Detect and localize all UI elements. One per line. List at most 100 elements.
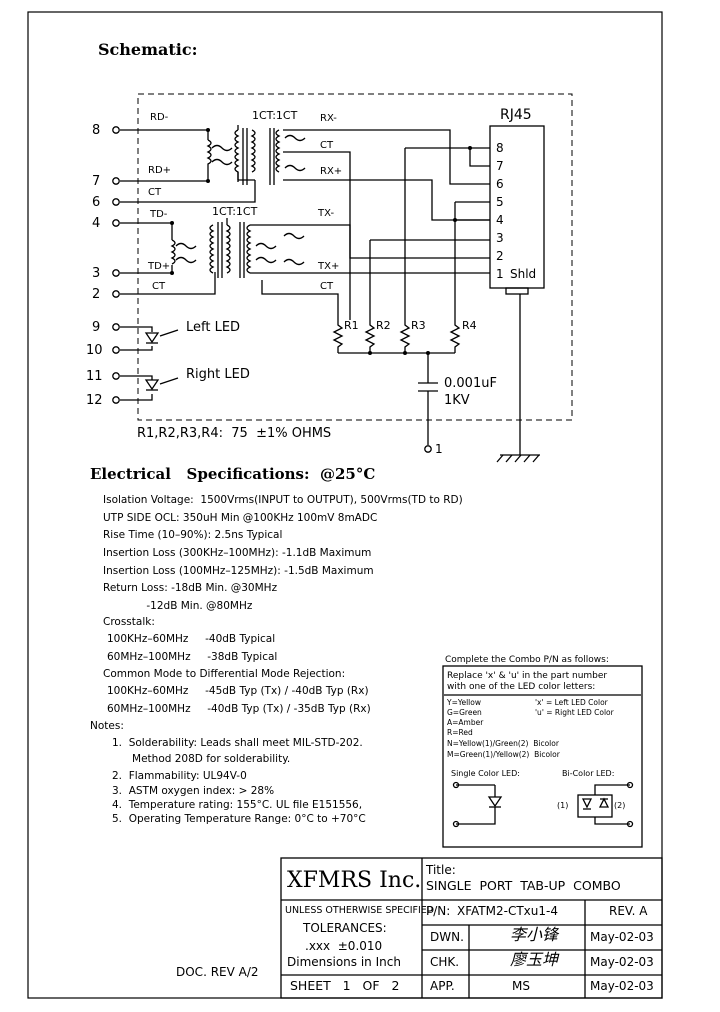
left-pin-circles — [112, 126, 120, 404]
note-item: 3. ASTM oxygen index: > 28% — [112, 785, 275, 797]
net-rd-plus: RD+ — [148, 165, 172, 176]
company-name: XFMRS Inc. — [287, 868, 422, 893]
spec-line: Common Mode to Differential Mode Rejecti… — [103, 668, 346, 680]
pin-label-4: 4 — [92, 216, 101, 231]
revision: REV. A — [609, 904, 648, 918]
pin-label-2: 2 — [92, 287, 101, 302]
combo-color: N=Yellow(1)/Green(2) Bicolor — [447, 739, 559, 748]
chk-signature: 廖玉坤 — [510, 950, 559, 969]
spec-line: Rise Time (10–90%): 2.5ns Typical — [103, 529, 283, 541]
net-td-plus: TD+ — [148, 261, 171, 272]
single-led-label: Single Color LED: — [451, 769, 520, 778]
ratio-top-label: 1CT:1CT — [252, 109, 298, 122]
app-date: May-02-03 — [590, 979, 654, 993]
spec-line: 100KHz–60MHz -40dB Typical — [107, 633, 276, 645]
net-ct-td: CT — [152, 281, 166, 292]
combo-intro-2: with one of the LED color letters: — [447, 682, 596, 692]
net-ct-rx: CT — [320, 140, 334, 151]
resistor-r1-label: R1 — [344, 319, 359, 332]
rj45-pin-2: 2 — [496, 249, 504, 263]
net-rd-minus: RD- — [150, 112, 169, 123]
net-rx-minus: RX- — [320, 113, 337, 124]
rj45-pin-7: 7 — [496, 159, 504, 173]
spec-line: UTP SIDE OCL: 350uH Min @100KHz 100mV 8m… — [103, 512, 378, 524]
chk-label: CHK. — [430, 955, 460, 969]
resistor-note: R1,R2,R3,R4: 75 ±1% OHMS — [137, 426, 332, 441]
pin-label-8: 8 — [92, 123, 101, 138]
pin-label-12: 12 — [86, 393, 103, 408]
net-tx-minus: TX- — [318, 208, 335, 219]
unless-specified: UNLESS OTHERWISE SPECIFIED — [285, 905, 435, 916]
spec-line: Insertion Loss (100MHz–125MHz): -1.5dB M… — [103, 565, 374, 577]
dwn-label: DWN. — [430, 930, 464, 944]
part-number: XFATM2-CTxu1-4 — [457, 904, 558, 918]
combo-color: G=Green — [447, 708, 482, 717]
schematic-heading: Schematic: — [98, 40, 198, 59]
title-label: Title: — [426, 863, 456, 877]
pn-label: P/N: — [426, 904, 451, 918]
pin-label-11: 11 — [86, 369, 103, 384]
spec-line: -12dB Min. @80MHz — [103, 600, 253, 612]
rj45-pin-5: 5 — [496, 195, 504, 209]
net-ct-tx: CT — [320, 281, 334, 292]
notes-heading: Notes: — [90, 720, 124, 732]
dwn-signature: 李小锋 — [510, 925, 559, 944]
bi-led-label: Bi-Color LED: — [562, 769, 615, 778]
combo-x-desc: 'x' = Left LED Color — [535, 698, 608, 707]
rj45-pin-8: 8 — [496, 141, 504, 155]
combo-color: M=Green(1)/Yellow(2) Bicolor — [447, 750, 560, 759]
app-label: APP. — [430, 979, 455, 993]
tolerance-value: .xxx ±0.010 — [305, 939, 383, 953]
electrical-heading: Electrical Specifications: @25°C — [90, 465, 376, 483]
doc-revision: DOC. REV A/2 — [176, 965, 259, 979]
dwn-date: May-02-03 — [590, 930, 654, 944]
spec-line: Return Loss: -18dB Min. @30MHz — [103, 582, 278, 594]
note-item: 4. Temperature rating: 155°C. UL file E1… — [112, 799, 363, 811]
pin-label-9: 9 — [92, 320, 101, 335]
capacitor-value: 0.001uF — [444, 376, 497, 391]
dimensions-note: Dimensions in Inch — [287, 955, 401, 969]
document-title: SINGLE PORT TAB-UP COMBO — [426, 878, 621, 893]
note-item: 2. Flammability: UL94V-0 — [112, 770, 247, 782]
sheet-number: SHEET 1 OF 2 — [290, 978, 400, 993]
left-led-label: Left LED — [186, 320, 241, 335]
pin-label-6: 6 — [92, 195, 101, 210]
rj45-pin-3: 3 — [496, 231, 504, 245]
right-led-label: Right LED — [186, 367, 250, 382]
combo-intro-1: Replace 'x' & 'u' in the part number — [447, 671, 608, 681]
combo-color: Y=Yellow — [447, 698, 481, 707]
spec-line: Insertion Loss (300KHz–100MHz): -1.1dB M… — [103, 547, 372, 559]
resistor-r2-label: R2 — [376, 319, 391, 332]
note-item: 5. Operating Temperature Range: 0°C to +… — [112, 813, 366, 825]
resistor-symbols — [332, 320, 461, 353]
combo-heading: Complete the Combo P/N as follows: — [445, 655, 609, 665]
resistor-r4-label: R4 — [462, 319, 477, 332]
spec-line: 100KHz–60MHz -45dB Typ (Tx) / -40dB Typ … — [107, 685, 369, 697]
chk-date: May-02-03 — [590, 955, 654, 969]
spec-line: Crosstalk: — [103, 616, 155, 628]
pin-label-10: 10 — [86, 343, 103, 358]
combo-color: R=Red — [447, 728, 473, 737]
combo-u-desc: 'u' = Right LED Color — [535, 708, 614, 717]
spec-line: 60MHz–100MHz -38dB Typical — [107, 651, 278, 663]
shield-label: Shld — [510, 267, 537, 281]
resistor-r3-label: R3 — [411, 319, 426, 332]
ground-pin-label: 1 — [435, 442, 443, 456]
app-name: MS — [512, 979, 530, 993]
rj45-pin-4: 4 — [496, 213, 504, 227]
ratio-bottom-label: 1CT:1CT — [212, 205, 258, 218]
pin-label-3: 3 — [92, 266, 101, 281]
note-item: 1. Solderability: Leads shall meet MIL-S… — [112, 737, 363, 749]
connector-label: RJ45 — [500, 107, 532, 123]
capacitor-voltage: 1KV — [444, 393, 470, 408]
rj45-pin-6: 6 — [496, 177, 504, 191]
net-ct-rd: CT — [148, 187, 162, 198]
bi-led-1: (1) — [557, 801, 569, 810]
net-td-minus: TD- — [150, 209, 168, 220]
combo-color: A=Amber — [447, 718, 484, 727]
rj45-pin-1: 1 — [496, 267, 504, 281]
bi-led-2: (2) — [614, 801, 626, 810]
spec-line: Isolation Voltage: 1500Vrms(INPUT to OUT… — [103, 494, 463, 506]
